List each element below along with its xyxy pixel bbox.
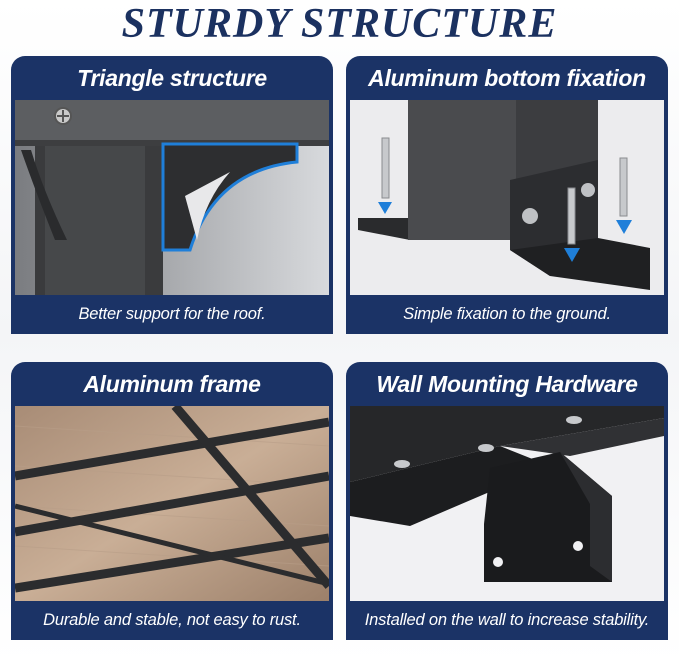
- triangle-bracket-photo: [15, 100, 329, 295]
- feature-card-wall-mounting-hardware: Wall Mounting Hardware Installed on the …: [346, 362, 668, 640]
- bottom-fixation-photo: [350, 100, 664, 295]
- card-heading: Aluminum bottom fixation: [368, 65, 646, 91]
- feature-card-aluminum-frame: Aluminum frame Durable and: [11, 362, 333, 640]
- card-heading: Triangle structure: [77, 65, 267, 91]
- wall-mount-bracket-photo: [350, 406, 664, 601]
- card-heading: Aluminum frame: [83, 371, 261, 397]
- card-caption: Better support for the roof.: [78, 305, 266, 323]
- card-heading: Wall Mounting Hardware: [376, 371, 638, 397]
- aluminum-frame-photo: [15, 406, 329, 601]
- feature-card-aluminum-bottom-fixation: Aluminum bottom fixation Simple fixation…: [346, 56, 668, 334]
- feature-card-triangle-structure: Triangle structure Better support for th…: [11, 56, 333, 334]
- card-caption: Durable and stable, not easy to rust.: [43, 611, 301, 629]
- card-caption: Simple fixation to the ground.: [403, 305, 611, 323]
- card-caption: Installed on the wall to increase stabil…: [364, 611, 650, 629]
- page-title: STURDY STRUCTURE: [121, 1, 558, 47]
